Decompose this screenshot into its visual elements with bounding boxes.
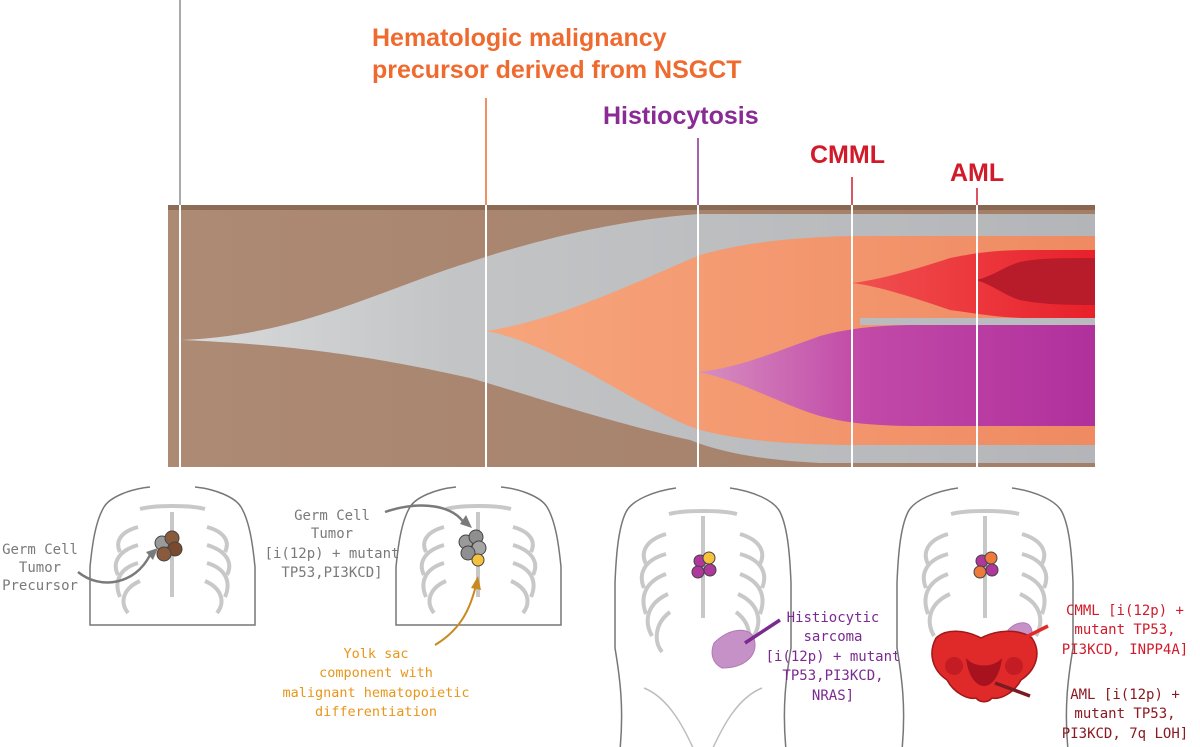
histiocytic-line3: [i(12p) + mutant (766, 649, 901, 665)
yolk-sac-label: Yolk sac component with malignant hemato… (283, 646, 470, 720)
aml-note-line3: PI3KCD, 7q LOH] (1062, 726, 1188, 742)
precursor-arrow (77, 554, 152, 584)
aml-label: AML [i(12p) + mutant TP53, PI3KCD, 7q LO… (1062, 687, 1188, 742)
torso-histiocytosis (614, 487, 792, 747)
cmml-note-line1: CMML [i(12p) + (1066, 603, 1184, 619)
germ-tumor-arrow (384, 504, 467, 526)
hematologic-title-line1: Hematologic malignancy (372, 24, 667, 52)
tumor-cluster (154, 530, 183, 562)
ribcage (113, 504, 232, 615)
spleen-lesion (711, 629, 756, 669)
aml-clone (975, 258, 1095, 305)
fish-plot (168, 0, 1095, 467)
tumor-cluster (691, 551, 717, 579)
histiocytosis-clone (698, 325, 1095, 426)
yolk-sac-arrow (434, 584, 477, 646)
histiocytic-line2: sarcoma (803, 629, 862, 645)
histiocytic-pointer (744, 618, 781, 645)
yolk-sac-arrowhead (471, 576, 481, 590)
cmml-pointer (1019, 624, 1049, 642)
aml-title: AML (950, 159, 1004, 187)
germ-tumor-line4: TP53,PI3KCD] (281, 565, 382, 581)
cmml-note-line2: mutant TP53, (1074, 622, 1175, 638)
pelvis (931, 630, 1038, 703)
ribcage (921, 509, 1049, 637)
histiocytic-line1: Histiocytic (787, 610, 880, 626)
germ-precursor-label: Germ Cell Tumor Precursor (2, 542, 78, 594)
aml-pointer (994, 681, 1031, 698)
cmml-label: CMML [i(12p) + mutant TP53, PI3KCD, INPP… (1062, 603, 1188, 658)
aml-note-line2: mutant TP53, (1074, 706, 1175, 722)
germ-precursor-line1: Germ Cell (2, 542, 78, 558)
yolk-sac-line1: Yolk sac (343, 646, 408, 662)
stage-titles: Hematologic malignancy precursor derived… (372, 24, 1004, 187)
cmml-title: CMML (810, 141, 885, 169)
histiocytic-line5: NRAS] (812, 688, 854, 704)
fish-plot-top-edge (168, 205, 1095, 210)
germ-tumor-label: Germ Cell Tumor [i(12p) + mutant TP53,PI… (265, 508, 400, 581)
germ-tumor-arrowhead (460, 515, 472, 528)
histiocytosis-title: Histiocytosis (603, 102, 759, 130)
torso-precursor (89, 486, 256, 626)
torso-germ-cell-tumor (395, 486, 562, 626)
tumor-cluster (458, 529, 487, 567)
germ-precursor-line3: Precursor (2, 578, 78, 594)
hip-outline (643, 687, 763, 747)
cmml-note-line3: PI3KCD, INPP4A] (1062, 642, 1188, 658)
germ-tumor-line2: Tumor (311, 526, 353, 542)
tumor-cluster (973, 551, 999, 579)
torso-aml (896, 487, 1074, 747)
hematologic-title-line2: precursor derived from NSGCT (372, 56, 742, 84)
yolk-sac-line3: malignant hematopoietic (283, 685, 470, 701)
aml-note-line1: AML [i(12p) + (1070, 687, 1180, 703)
histiocytic-line4: TP53,PI3KCD, (782, 668, 883, 684)
yolk-sac-line4: differentiation (315, 704, 437, 720)
precursor-arrowhead (146, 548, 158, 560)
germ-precursor-line2: Tumor (19, 560, 61, 576)
germ-tumor-line3: [i(12p) + mutant (265, 546, 400, 562)
histiocytic-label: Histiocytic sarcoma [i(12p) + mutant TP5… (766, 610, 901, 704)
yolk-sac-line2: component with (319, 665, 433, 681)
germ-tumor-line1: Germ Cell (294, 508, 370, 524)
